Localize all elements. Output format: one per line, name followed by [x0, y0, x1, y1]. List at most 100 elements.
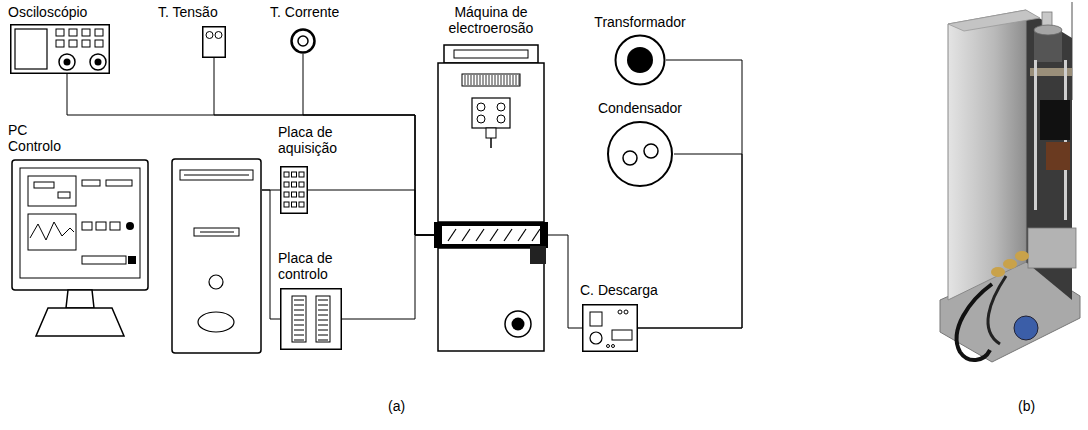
illustration-part [1003, 259, 1017, 269]
icon-part [294, 325, 304, 326]
transformer-icon [614, 34, 666, 86]
wire [548, 235, 582, 328]
control-board: Placa de controlo [278, 250, 370, 350]
node-label: PC Controlo [8, 122, 74, 154]
icon-part [532, 229, 540, 241]
node-label: C. Descarga [580, 282, 670, 298]
control-board-icon [280, 288, 342, 350]
icon-part [292, 202, 297, 207]
illustration-part [988, 276, 1006, 344]
icon-part [64, 59, 71, 66]
illustration-part [1034, 25, 1062, 35]
icon-part [501, 75, 502, 85]
icon-part [292, 192, 297, 197]
icon-part [200, 232, 234, 233]
capacitor-icon [606, 120, 674, 188]
icon-part [462, 229, 470, 241]
icon-part [82, 180, 100, 186]
icon-part [294, 340, 304, 341]
icon-part [318, 335, 328, 336]
wire [308, 190, 434, 235]
icon-part [497, 103, 505, 111]
illustration-part [948, 10, 1040, 31]
node-label: Osciloscópio [8, 4, 114, 20]
icon-part [519, 75, 520, 85]
icon-part [30, 222, 74, 240]
discharge-board [583, 305, 638, 352]
icon-part [490, 138, 492, 148]
voltage-transducer: T. Tensão [158, 4, 232, 58]
icon-part [590, 332, 602, 344]
icon-part [623, 151, 637, 165]
discharge-circuit-drawing [583, 305, 638, 352]
icon-part [82, 256, 126, 264]
icon-part [448, 229, 456, 241]
icon-part [34, 182, 54, 188]
icon-part [184, 175, 249, 176]
oscilloscope-button [69, 29, 77, 36]
machine-base [438, 248, 544, 351]
control-pc-drawing [12, 159, 261, 353]
control-pc: PC Controlo [8, 122, 262, 354]
icon-part [299, 172, 304, 177]
figure-label: (a) [388, 398, 405, 414]
icon-part [215, 32, 222, 39]
illustration-part [1034, 60, 1037, 210]
icon-part [507, 75, 508, 85]
oscilloscope-button [56, 40, 64, 47]
icon-part [465, 75, 466, 85]
icon-part [294, 330, 304, 331]
machine-photo [930, 0, 1088, 380]
icon-part [318, 325, 328, 326]
icon-part [96, 222, 106, 230]
icon-part [510, 75, 511, 85]
icon-part [298, 36, 308, 46]
oscilloscope-body [11, 25, 110, 74]
oscilloscope-knob [59, 54, 75, 70]
icon-part [294, 305, 304, 306]
pc-tower [172, 159, 261, 353]
icon-part [95, 59, 102, 66]
acquisition-board: Placa de aquisição [278, 124, 370, 214]
transformer-drawing [616, 36, 665, 85]
icon-part [486, 128, 496, 138]
icon-part [490, 229, 498, 241]
icon-part [209, 275, 223, 289]
icon-part [454, 50, 528, 58]
oscilloscope-button [95, 29, 103, 36]
icon-part [318, 340, 328, 341]
transformer: Transformador [590, 14, 692, 86]
machine-head [444, 45, 538, 63]
icon-part [292, 296, 306, 342]
icon-part [480, 75, 481, 85]
oscilloscope-button [56, 29, 64, 36]
illustration-part [1014, 316, 1038, 340]
icon-part [644, 144, 658, 158]
icon-part [66, 290, 94, 308]
oscilloscope-screen [15, 29, 47, 69]
discharge-circuit-icon [582, 304, 638, 352]
icon-part [284, 172, 289, 177]
figure-label: (b) [1018, 398, 1035, 414]
icon-part [504, 229, 512, 241]
icon-part [206, 32, 213, 39]
icon-part [468, 75, 469, 85]
icon-part [497, 115, 505, 123]
icon-part [292, 182, 297, 187]
icon-part [477, 103, 485, 111]
oscilloscope: Osciloscópio [8, 4, 116, 74]
icon-part [292, 172, 297, 177]
icon-part [495, 75, 496, 85]
oscilloscope-button [82, 29, 90, 36]
icon-part [512, 318, 525, 331]
photo-body [940, 2, 1080, 362]
icon-part [618, 310, 622, 314]
acquisition-board-icon [280, 166, 308, 214]
icon-part [294, 335, 304, 336]
monitor [12, 160, 148, 290]
icon-part [489, 75, 490, 85]
wire [342, 235, 434, 319]
illustration-part [1015, 251, 1029, 261]
current-transducer-drawing [292, 30, 315, 53]
icon-part [471, 75, 472, 85]
